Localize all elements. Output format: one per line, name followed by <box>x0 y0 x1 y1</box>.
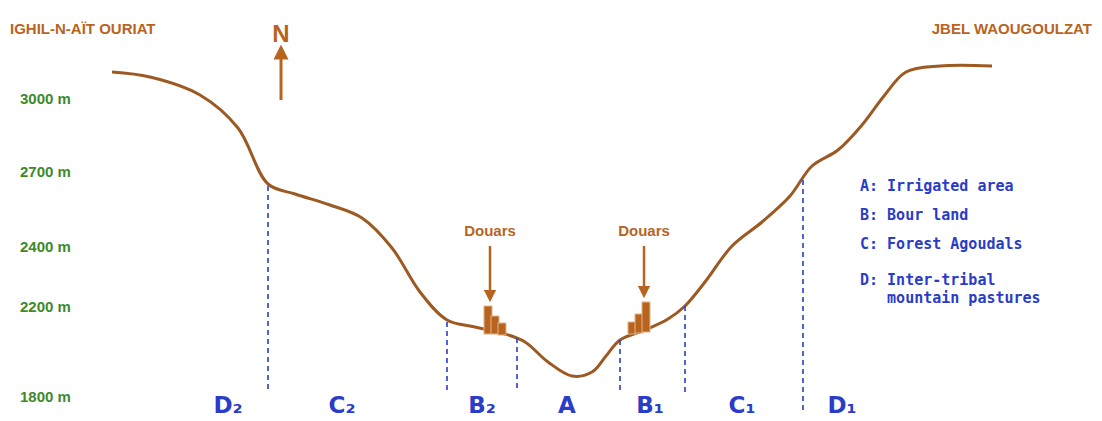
zone-letter: B₂ <box>468 392 496 418</box>
legend-note: A: Irrigated area <box>860 177 1014 195</box>
zone-letter: A <box>558 392 576 418</box>
zone-letter: C₁ <box>729 392 756 418</box>
settlement-label: Douars <box>464 222 516 239</box>
altitude-label: 3000 m <box>20 90 71 107</box>
altitude-label: 2700 m <box>20 163 71 180</box>
north-label: N <box>272 20 289 48</box>
zone-boundaries <box>268 180 803 410</box>
north-arrow <box>280 52 283 100</box>
settlement-label: Douars <box>618 222 670 239</box>
place-name: IGHIL-N-AÏT OURIAT <box>10 20 156 37</box>
zone-letter: C₂ <box>329 392 356 418</box>
legend-note: B: Bour land <box>860 206 968 224</box>
legend-note: C: Forest Agoudals <box>860 235 1023 253</box>
douar-arrow <box>643 246 646 292</box>
douar-houses <box>484 302 650 335</box>
altitude-label: 2200 m <box>20 298 71 315</box>
valley-profile <box>112 65 992 376</box>
place-name: JBEL WAOUGOULZAT <box>932 20 1092 37</box>
douar-arrow <box>489 246 492 296</box>
zone-letter: D₁ <box>827 392 856 418</box>
zone-letter: B₁ <box>636 392 664 418</box>
zone-letter: D₂ <box>213 392 242 418</box>
altitude-label: 1800 m <box>20 388 71 405</box>
legend-note: D: Inter-tribal mountain pastures <box>860 271 1068 307</box>
altitude-label: 2400 m <box>20 238 71 255</box>
